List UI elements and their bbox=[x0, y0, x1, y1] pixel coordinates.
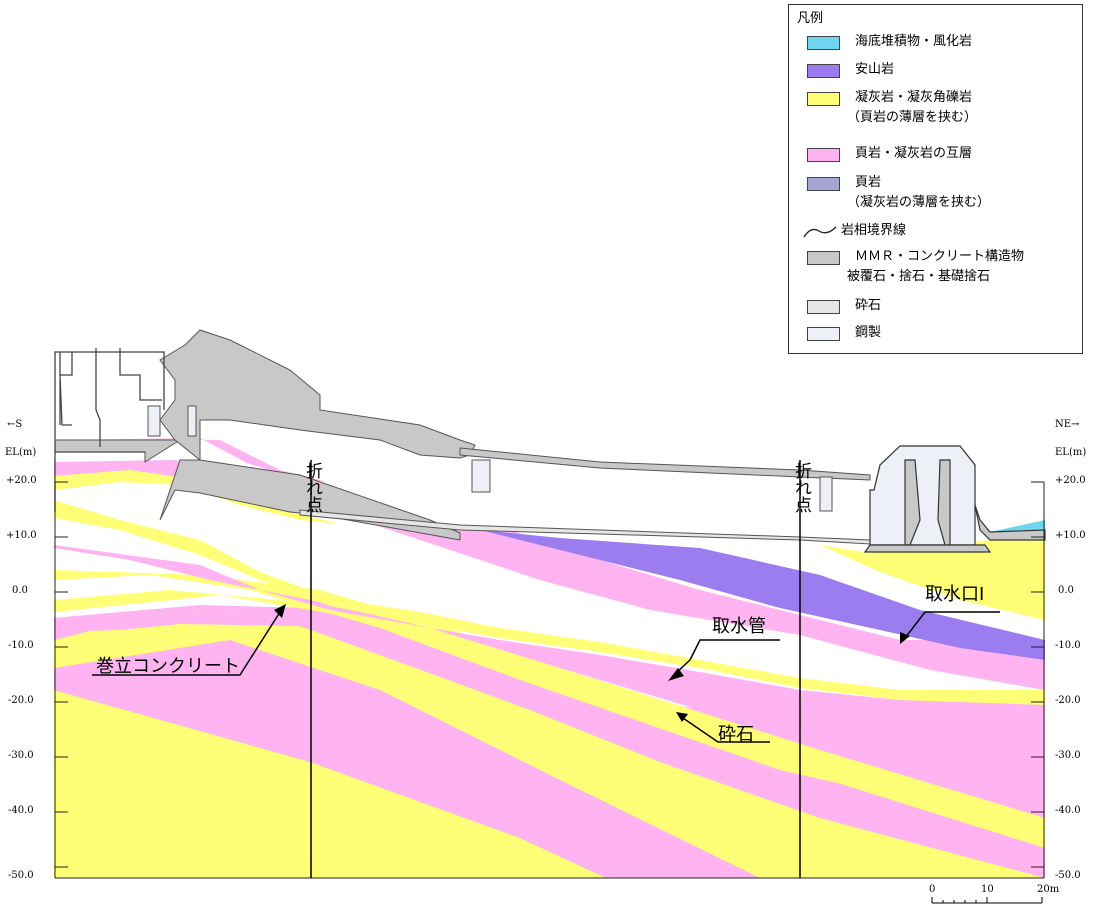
intake-mouth-frame bbox=[869, 445, 976, 546]
tick-right: -40.0 bbox=[1055, 805, 1081, 816]
direction-left-label: ←S bbox=[7, 419, 23, 430]
axis-frame bbox=[54, 481, 1045, 879]
scale-bar bbox=[931, 897, 1043, 904]
scale-label: 0 bbox=[929, 884, 936, 895]
leader-wound-concrete bbox=[92, 611, 281, 676]
layer-tuff-band-4 bbox=[54, 570, 1045, 830]
concrete-structures bbox=[54, 329, 871, 545]
legend-swatch bbox=[807, 177, 840, 191]
intake-mouth-structure bbox=[863, 445, 1046, 553]
tick-left: +20.0 bbox=[6, 475, 37, 486]
legend-label: 頁岩 bbox=[855, 175, 882, 190]
intake-pipe-label: 取水管 bbox=[712, 616, 766, 637]
legend-swatch bbox=[807, 36, 840, 50]
tick-left: -50.0 bbox=[8, 870, 34, 881]
legend-label: 岩相境界線 bbox=[841, 223, 907, 238]
legend-box: 凡例 海底堆積物・風化岩 安山岩 凝灰岩・凝灰角礫岩 （頁岩の薄層を挟む） 頁岩… bbox=[788, 4, 1083, 354]
tick-left: -40.0 bbox=[8, 805, 34, 816]
tick-right: +20.0 bbox=[1055, 475, 1086, 486]
pipe-void bbox=[55, 440, 870, 546]
arrow-wound-concrete bbox=[274, 604, 286, 618]
intake-mouth-base bbox=[863, 544, 992, 553]
tick-left: -30.0 bbox=[8, 750, 34, 761]
arrow-intake-mouth bbox=[900, 632, 910, 644]
legend-label: 頁岩・凝灰岩の互層 bbox=[855, 146, 973, 161]
layer-tuff-base bbox=[54, 845, 210, 878]
legend-sublabel: （凝灰岩の薄層を挟む） bbox=[847, 195, 991, 210]
leader-intake-mouth bbox=[904, 611, 1000, 639]
legend-sublabel: 被覆石・捨石・基礎捨石 bbox=[847, 269, 991, 284]
intake-mouth-left-leg bbox=[904, 459, 921, 546]
legend-swatch bbox=[807, 327, 840, 341]
tick-left: +10.0 bbox=[6, 530, 37, 541]
bend-point-label-left: 折れ点 bbox=[302, 462, 322, 513]
legend-swatch bbox=[807, 148, 840, 162]
pipe-joint-3 bbox=[147, 405, 161, 437]
pipe-joint-2 bbox=[819, 476, 833, 512]
leader-lines bbox=[92, 611, 1000, 743]
pipe-joint-4 bbox=[187, 405, 197, 437]
legend-swatch bbox=[807, 64, 840, 78]
layer-tuff-upper-left bbox=[54, 468, 340, 524]
tick-right: -10.0 bbox=[1055, 640, 1081, 651]
arrow-intake-pipe bbox=[668, 668, 684, 681]
wound-concrete-label: 巻立コンクリート bbox=[96, 656, 240, 677]
crushed-stone-label: 砕石 bbox=[718, 724, 754, 745]
concrete-embankment bbox=[159, 329, 476, 541]
layer-andesite bbox=[480, 530, 1045, 660]
legend-swatch bbox=[807, 251, 840, 265]
scale-label: 20m bbox=[1037, 884, 1060, 895]
tick-right: 0.0 bbox=[1058, 585, 1074, 596]
leader-crushed bbox=[679, 715, 770, 743]
tick-left: -20.0 bbox=[8, 695, 34, 706]
layer-alternation-surface bbox=[54, 438, 1045, 690]
tick-right: -30.0 bbox=[1055, 750, 1081, 761]
legend-label: 海底堆積物・風化岩 bbox=[855, 34, 973, 49]
tick-right: -20.0 bbox=[1055, 695, 1081, 706]
layer-tuff-right bbox=[820, 540, 1045, 620]
tick-left: 0.0 bbox=[12, 585, 28, 596]
tick-left: -10.0 bbox=[8, 640, 34, 651]
leader-intake-pipe bbox=[689, 639, 780, 661]
legend-swatch bbox=[807, 92, 840, 106]
legend-label: 安山岩 bbox=[855, 62, 895, 77]
layer-tuff-band-1 bbox=[54, 610, 1045, 878]
legend-swatch bbox=[807, 300, 840, 314]
legend-label: 鋼製 bbox=[855, 325, 882, 340]
legend-label: 凝灰岩・凝灰角礫岩 bbox=[855, 90, 973, 105]
layer-alternation-top bbox=[54, 545, 1045, 806]
legend-label: 砕石 bbox=[855, 298, 882, 313]
intake-pipe-upper bbox=[459, 447, 871, 481]
scale-label: 10 bbox=[981, 884, 994, 895]
wavy-line-icon bbox=[803, 226, 837, 238]
legend-sublabel: （頁岩の薄層を挟む） bbox=[847, 110, 978, 125]
bend-point-label-right: 折れ点 bbox=[791, 462, 811, 513]
pumping-house bbox=[54, 348, 165, 512]
arrow-crushed bbox=[676, 712, 688, 722]
direction-right-label: NE→ bbox=[1055, 419, 1080, 430]
legend-title: 凡例 bbox=[797, 11, 824, 26]
layer-tuff-band-2 bbox=[54, 690, 606, 878]
intake-mouth-label: 取水口Ⅰ bbox=[925, 584, 985, 605]
unit-label-right: EL(m) bbox=[1055, 447, 1087, 458]
legend-label: ＭＭＲ・コンクリート構造物 bbox=[855, 249, 1025, 264]
tick-right: +10.0 bbox=[1055, 530, 1086, 541]
intake-mouth-right-fill bbox=[974, 504, 1046, 541]
unit-label-left: EL(m) bbox=[5, 447, 37, 458]
pipe-joint-1 bbox=[471, 459, 491, 493]
tick-right: -50.0 bbox=[1055, 870, 1081, 881]
